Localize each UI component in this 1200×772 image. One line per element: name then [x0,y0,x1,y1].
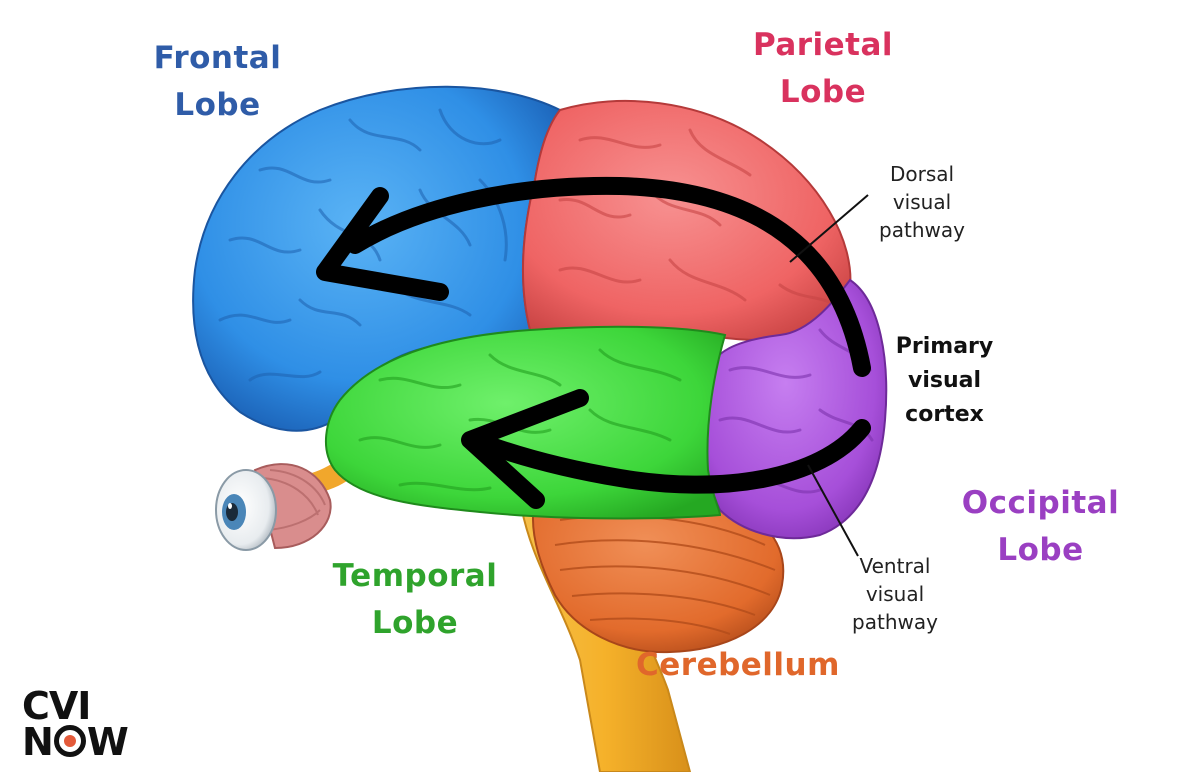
temporal-lobe-word: Lobe [371,604,459,641]
primary-visual-word: visual [907,368,982,394]
dorsal-arrowhead [316,187,449,301]
temporal-word: Temporal [332,558,498,594]
dorsal-pathway-arrow [346,176,871,377]
eye [215,463,332,551]
ventral-pathway-arrow [471,419,871,494]
occipital-lobe-label: Occipital Lobe [958,480,1123,573]
parietal-lobe [522,99,852,342]
dorsal-pointer-line [789,194,869,263]
parietal-word: Parietal [752,27,894,63]
logo-w: W [86,720,129,765]
dorsal-pathway-word: pathway [879,218,965,242]
primary-word: Primary [895,334,994,359]
ventral-visual-word: visual [865,582,925,606]
temporal-lobe-label: Temporal Lobe [330,553,500,646]
logo-n: N [22,720,54,765]
occipital-word: Occipital [961,485,1120,521]
dorsal-pathway-label: Dorsal visual pathway [862,160,982,244]
logo-o-icon [53,725,86,758]
frontal-lobe-label: Frontal Lobe [150,35,285,128]
occipital-lobe-word: Lobe [997,531,1084,568]
ventral-arrowhead [461,389,589,509]
primary-cortex-word: cortex [905,402,984,428]
logo-line-1: CVI [22,684,91,728]
dorsal-visual-word: visual [892,190,952,214]
cerebellum-label: Cerebellum [636,642,840,689]
ventral-pathway-label: Ventral visual pathway [835,552,955,636]
ventral-pathway-word: pathway [852,610,938,634]
ventral-pointer-line [807,464,859,557]
ventral-word: Ventral [859,554,931,578]
cerebellum-word: Cerebellum [636,647,840,683]
parietal-lobe-label: Parietal Lobe [748,22,898,115]
primary-visual-cortex-label: Primary visual cortex [882,330,1007,432]
parietal-lobe-word: Lobe [779,73,867,110]
frontal-lobe-word: Lobe [174,86,261,123]
frontal-word: Frontal [153,40,282,76]
dorsal-word: Dorsal [889,162,955,186]
